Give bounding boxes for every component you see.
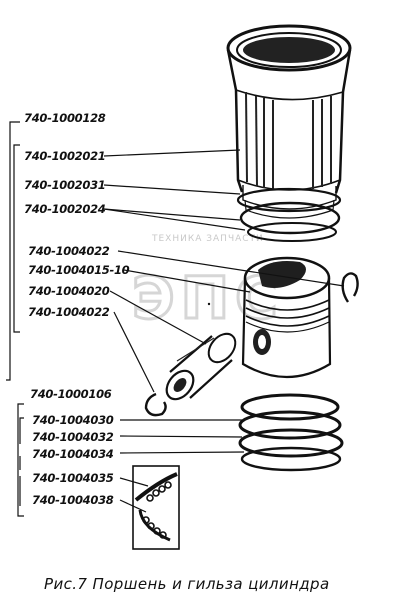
watermark-logo: ЭПС [132,264,284,332]
part-label: 740-1002031 [24,178,106,192]
figure-caption: Рис.7 Поршень и гильза цилиндра [44,575,330,593]
snap-ring-left-drawing [144,392,167,417]
watermark-text: ТЕХНИКА ЗАПЧАСТИ [151,234,264,244]
part-label: 740-1004015-10 [28,263,130,277]
part-label: 740-1004022 [28,305,110,319]
grouping-brackets [6,121,24,517]
part-label: 740-1004035 [32,471,114,485]
part-label: 740-1000106 [30,387,112,401]
part-label: 740-1004034 [32,447,114,461]
watermark: ЭПС ТЕХНИКА ЗАПЧАСТИ [131,234,284,334]
part-label: 740-1000128 [24,111,106,125]
part-label: 740-1002021 [24,149,106,163]
part-label: 740-1004022 [28,244,110,258]
part-label: 740-1004030 [32,413,114,427]
part-label: 740-1002024 [24,202,106,216]
piston-pin-drawing [165,332,237,401]
piston-drawing [207,256,332,379]
part-label: 740-1004032 [32,430,114,444]
part-label: 740-1004038 [32,493,114,507]
liner-rings-drawing [236,187,342,242]
oil-ring-detail-inset [132,465,180,550]
leader-lines [103,149,345,513]
snap-ring-right-drawing [341,272,359,303]
cylinder-liner-drawing [226,24,352,219]
part-labels: 740-1000128 740-1002021 740-1002031 740-… [24,111,130,507]
piston-rings-drawing [238,393,344,472]
part-label: 740-1004020 [28,284,110,298]
